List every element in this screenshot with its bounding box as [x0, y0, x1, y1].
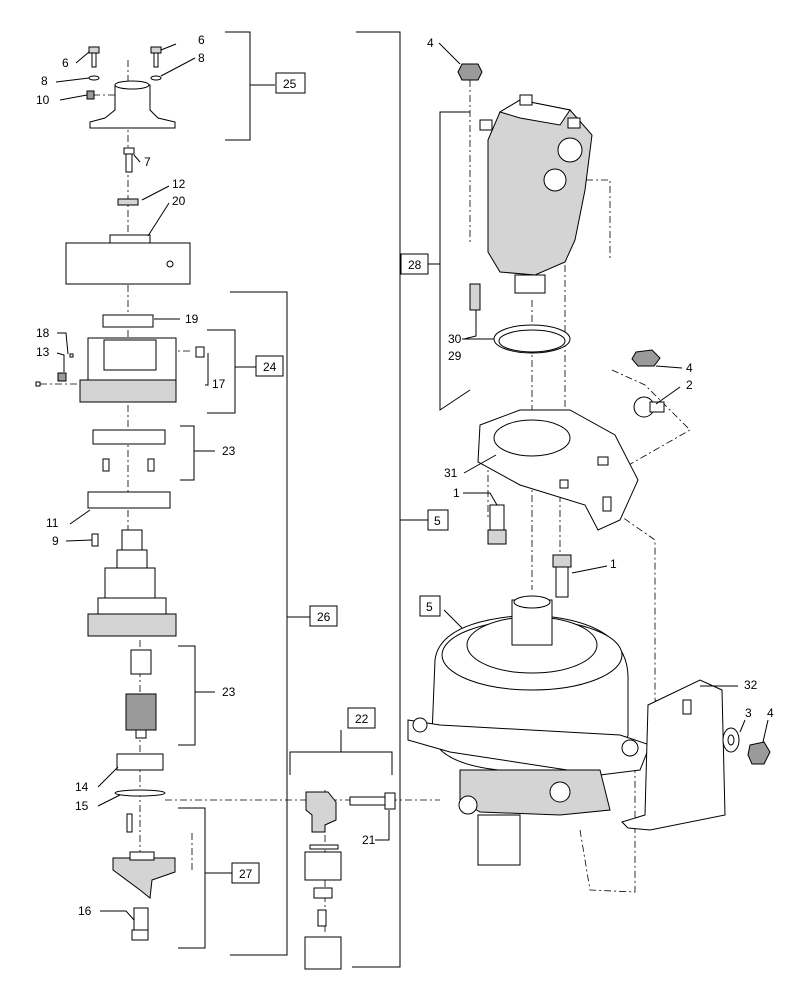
callout-22: 22	[355, 712, 369, 726]
leader-lines	[55, 42, 769, 921]
callout-11: 11	[46, 516, 59, 530]
callout-10: 10	[36, 93, 50, 107]
callout-4c: 4	[767, 706, 774, 720]
left-column-parts	[35, 46, 205, 941]
callout-7: 7	[144, 155, 151, 169]
callout-26: 26	[317, 610, 331, 624]
callout-5b: 5	[426, 600, 433, 614]
callout-labels: 6 6 8 8 10 25 7 12 20 19 18 13 24 17 23 …	[36, 33, 774, 918]
callout-20: 20	[172, 194, 186, 208]
callout-23a: 23	[222, 444, 236, 458]
callout-1b: 1	[610, 557, 617, 571]
callout-25: 25	[283, 77, 297, 91]
callout-19: 19	[185, 312, 199, 326]
callout-17: 17	[212, 377, 226, 391]
callout-5a: 5	[434, 514, 441, 528]
callout-1a: 1	[453, 486, 460, 500]
group-boxes	[231, 72, 449, 884]
callout-4a: 4	[427, 36, 434, 50]
callout-21: 21	[362, 833, 376, 847]
callout-28: 28	[408, 258, 422, 272]
callout-6b: 6	[198, 33, 205, 47]
callout-16: 16	[78, 904, 92, 918]
callout-4b: 4	[686, 361, 693, 375]
callout-29: 29	[448, 349, 462, 363]
callout-30: 30	[448, 332, 462, 346]
callout-2: 2	[686, 378, 693, 392]
callout-18: 18	[36, 326, 50, 340]
group-22-parts	[304, 791, 396, 970]
callout-6a: 6	[62, 56, 69, 70]
callout-12: 12	[172, 177, 186, 191]
callout-8a: 8	[41, 74, 48, 88]
callout-31: 31	[444, 466, 458, 480]
callout-32: 32	[744, 678, 758, 692]
group-brackets	[178, 31, 471, 968]
callout-27: 27	[239, 867, 253, 881]
callout-15: 15	[75, 799, 89, 813]
callout-9: 9	[52, 534, 59, 548]
callout-13: 13	[36, 345, 50, 359]
callout-24: 24	[263, 360, 277, 374]
callout-8b: 8	[198, 51, 205, 65]
callout-14: 14	[75, 780, 89, 794]
right-side-parts	[407, 63, 771, 866]
callout-23b: 23	[222, 685, 236, 699]
callout-3: 3	[745, 706, 752, 720]
